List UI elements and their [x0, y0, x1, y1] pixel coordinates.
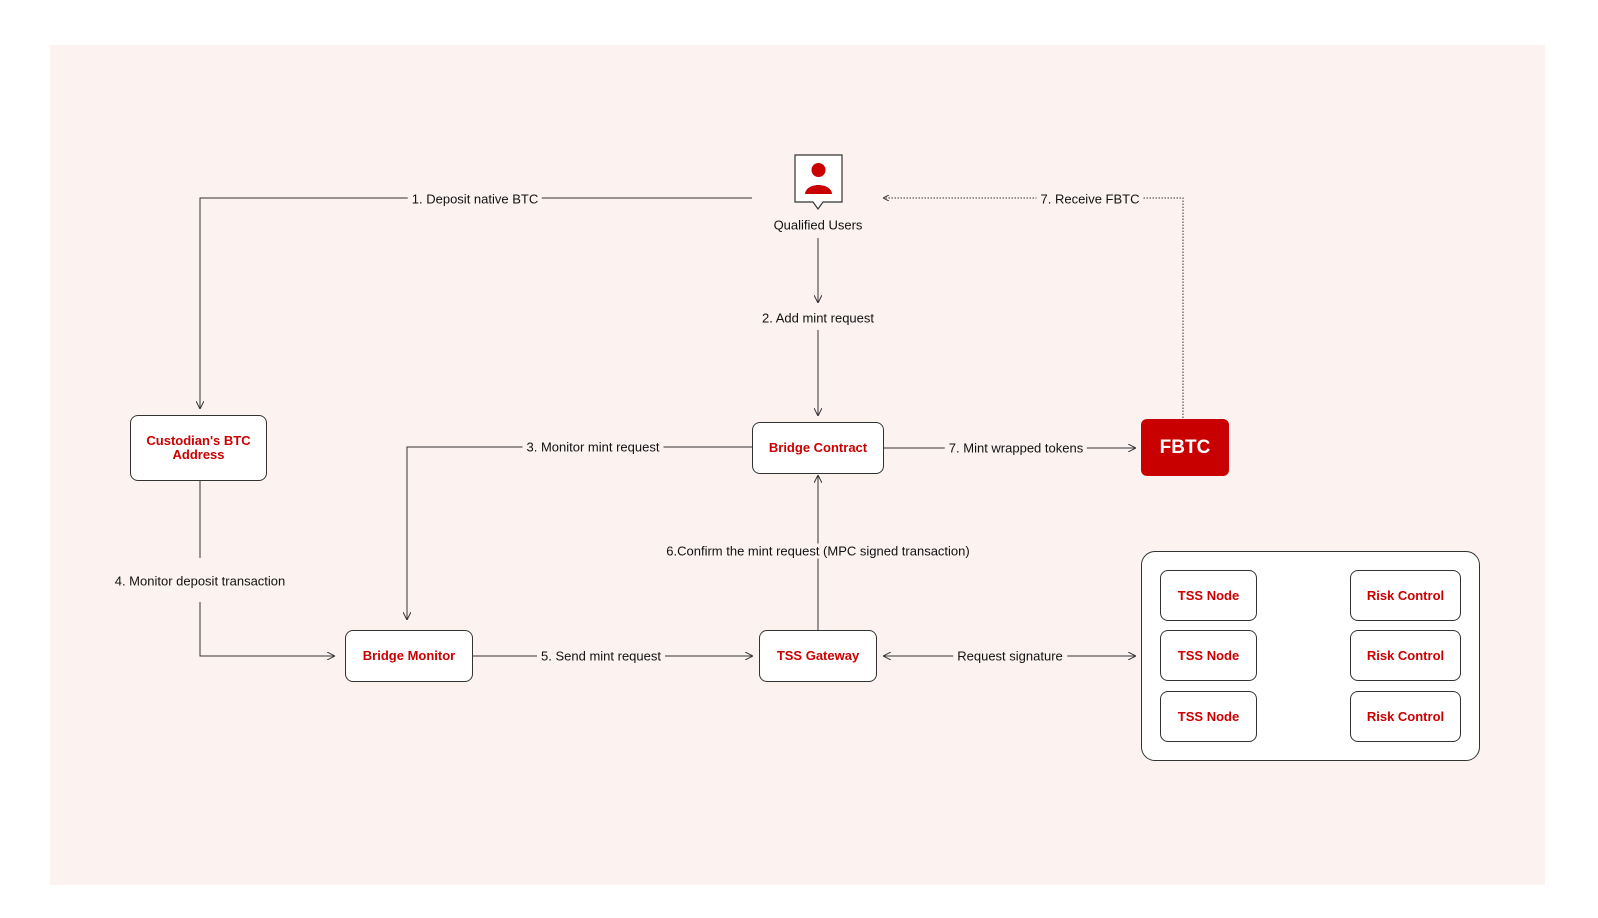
edge-deposit-native-btc	[200, 197, 752, 408]
label-send-mint-request: 5. Send mint request	[537, 648, 665, 664]
risk-control: Risk Control	[1350, 630, 1461, 681]
node-custodian-btc-address: Custodian's BTC Address	[130, 415, 267, 481]
node-bridge-monitor: Bridge Monitor	[345, 630, 473, 682]
label-monitor-deposit-transaction: 4. Monitor deposit transaction	[110, 573, 290, 589]
edge-monitor-deposit-lower	[199, 602, 334, 656]
label-monitor-mint-request: 3. Monitor mint request	[522, 439, 664, 455]
label-confirm-mint-request: 6.Confirm the mint request (MPC signed t…	[662, 543, 974, 559]
user-icon	[794, 154, 843, 211]
label-request-signature: Request signature	[953, 648, 1067, 664]
tss-node-label: TSS Node	[1177, 587, 1240, 603]
edge-receive-fbtc	[884, 198, 1184, 418]
node-fbtc-label: FBTC	[1159, 436, 1211, 458]
tss-node: TSS Node	[1160, 691, 1257, 742]
tss-node-label: TSS Node	[1177, 647, 1240, 663]
node-bridge-contract-label: Bridge Contract	[768, 440, 868, 455]
label-receive-fbtc: 7. Receive FBTC	[1036, 191, 1144, 207]
risk-control: Risk Control	[1350, 691, 1461, 742]
risk-control: Risk Control	[1350, 570, 1461, 621]
risk-control-label: Risk Control	[1366, 647, 1445, 663]
tss-node-label: TSS Node	[1177, 708, 1240, 724]
node-fbtc: FBTC	[1141, 419, 1229, 476]
label-add-mint-request: 2. Add mint request	[757, 310, 879, 326]
tss-node: TSS Node	[1160, 570, 1257, 621]
node-tss-gateway: TSS Gateway	[759, 630, 877, 682]
label-deposit-native-btc: 1. Deposit native BTC	[407, 191, 543, 207]
node-bridge-contract: Bridge Contract	[752, 422, 884, 474]
edge-monitor-mint-request	[407, 446, 752, 619]
node-bridge-monitor-label: Bridge Monitor	[362, 648, 456, 663]
node-tss-gateway-label: TSS Gateway	[776, 648, 860, 663]
risk-control-label: Risk Control	[1366, 708, 1445, 724]
label-qualified-users: Qualified Users	[773, 217, 863, 233]
tss-node: TSS Node	[1160, 630, 1257, 681]
risk-control-label: Risk Control	[1366, 587, 1445, 603]
label-mint-wrapped-tokens: 7. Mint wrapped tokens	[944, 440, 1088, 456]
node-custodian-btc-address-label: Custodian's BTC Address	[146, 433, 251, 462]
